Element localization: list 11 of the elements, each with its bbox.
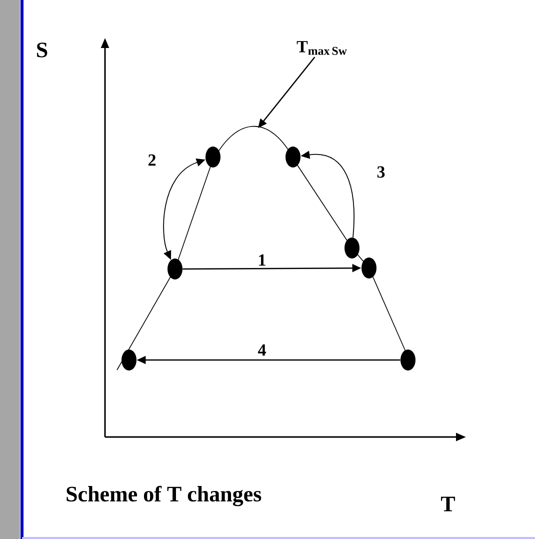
edge-label: 1 — [259, 254, 266, 266]
edge-label: 4 — [258, 344, 266, 356]
axis-label: T — [441, 496, 455, 512]
caption: Scheme of T changes — [66, 486, 262, 506]
state-dot — [400, 350, 416, 370]
edge-label: 3 — [377, 166, 385, 178]
axis-label: S — [37, 42, 48, 58]
curve-peak-label: $\mathbf{T_{max\,Sw}}$ — [296, 41, 347, 55]
state-dot — [168, 258, 182, 280]
edge-label: 2 — [148, 154, 156, 166]
state-dot — [344, 238, 360, 258]
